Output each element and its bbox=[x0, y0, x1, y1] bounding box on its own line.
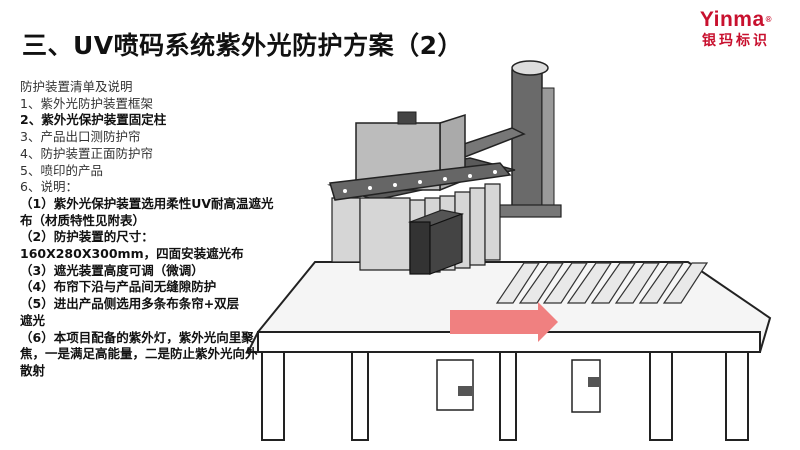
frame-holes bbox=[343, 170, 497, 193]
table-leg bbox=[725, 351, 749, 441]
table-leg bbox=[499, 351, 517, 441]
table-front-edge bbox=[257, 331, 761, 353]
notes-list: 防护装置清单及说明 1、紫外光防护装置框架 2、紫外光保护装置固定柱 3、产品出… bbox=[20, 79, 278, 380]
motor-box bbox=[436, 359, 474, 411]
note-detail: （2）防护装置的尺寸： bbox=[20, 229, 154, 245]
support-post bbox=[511, 69, 543, 211]
lamp-connector bbox=[397, 111, 417, 125]
note-detail: （6）本项目配备的紫外灯，紫外光向里聚焦，一是满足高能量，二是防止紫外光向外散射 bbox=[20, 329, 258, 378]
flow-direction-arrow bbox=[450, 302, 558, 342]
table-leg bbox=[649, 351, 673, 441]
table-leg bbox=[351, 351, 369, 441]
note-detail: （4）布帘下沿与产品间无缝隙防护 bbox=[20, 279, 217, 295]
product-strips bbox=[495, 262, 709, 304]
support-post-face bbox=[541, 87, 555, 211]
note-detail: 160X280X300mm，四面安装遮光布 bbox=[20, 246, 244, 262]
post-base bbox=[496, 204, 562, 218]
page-title: 三、UV喷码系统紫外光防护方案（2） bbox=[22, 31, 464, 60]
note-item: 3、产品出口测防护帘 bbox=[20, 129, 141, 145]
table-leg bbox=[261, 351, 285, 441]
note-detail: （3）遮光装置高度可调（微调） bbox=[20, 262, 204, 278]
post-top bbox=[511, 60, 549, 76]
note-item: 4、防护装置正面防护帘 bbox=[20, 145, 153, 161]
notes-heading: 防护装置清单及说明 bbox=[20, 79, 133, 94]
note-item: 2、紫外光保护装置固定柱 bbox=[20, 112, 167, 128]
front-block bbox=[409, 221, 431, 275]
note-item: 1、紫外光防护装置框架 bbox=[20, 95, 153, 111]
note-item: 6、说明： bbox=[20, 179, 78, 195]
brand-logo: Yinma® 银玛标识 bbox=[686, 8, 786, 50]
logo-wordmark: Yinma® bbox=[699, 8, 773, 31]
motor-knob bbox=[458, 386, 472, 396]
note-detail: （1）紫外光保护装置选用柔性UV耐高温遮光布（材质特性见附表） bbox=[20, 195, 274, 228]
logo-subtitle: 银玛标识 bbox=[702, 33, 770, 49]
note-detail: （5）进出产品侧选用多条布条帘+双层遮光 bbox=[20, 296, 240, 328]
note-item: 5、喷印的产品 bbox=[20, 162, 103, 178]
front-block-side bbox=[429, 213, 463, 275]
motor-knob bbox=[588, 377, 600, 387]
